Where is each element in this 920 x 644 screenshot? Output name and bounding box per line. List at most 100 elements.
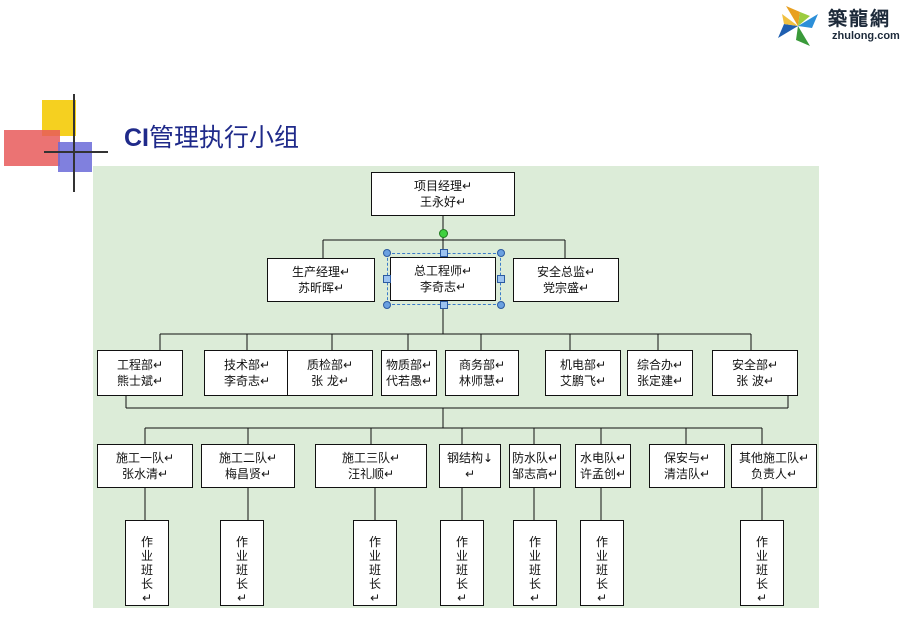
org-node-team[interactable]: 施工三队↵ 汪礼顺↵ [315,444,427,488]
org-node-team[interactable]: 防水队↵ 邹志高↵ [509,444,561,488]
selection-frame [387,253,501,305]
org-node-department[interactable]: 物质部↵ 代若愚↵ [381,350,437,396]
resize-handle-l[interactable] [383,275,391,283]
org-node-department[interactable]: 技术部↵ 李奇志↵ [204,350,290,396]
node-name: 代若愚↵ [385,374,433,388]
crew-char: 班 [595,563,608,577]
org-node-team[interactable]: 施工一队↵ 张水清↵ [97,444,193,488]
node-name: 邹志高↵ [511,467,559,481]
crew-char: 班 [140,563,153,577]
node-title: 工程部↵ [116,358,164,372]
crew-char: 作 [595,535,608,549]
crew-char: 长 [595,577,608,591]
crew-char: ↵ [141,591,153,605]
crew-char: 作 [235,535,248,549]
crew-char: 作 [455,535,468,549]
org-node-team[interactable]: 水电队↵ 许孟创↵ [575,444,631,488]
node-title: 保安与↵ [663,451,711,465]
resize-handle-br[interactable] [497,301,505,309]
node-title: 综合办↵ [636,358,684,372]
node-title: 总工程师↵ [413,264,473,278]
title-text: 管理执行小组 [149,123,300,152]
node-name: 张定建↵ [636,374,684,388]
node-name: ↵ [464,467,476,481]
org-node-crew-leader[interactable]: 作 业 班 长 ↵ [125,520,169,606]
crew-char: 班 [755,563,768,577]
crew-char: 班 [368,563,381,577]
crew-char: 业 [528,549,541,563]
node-name: 许孟创↵ [579,467,627,481]
org-node-crew-leader[interactable]: 作 业 班 长 ↵ [220,520,264,606]
org-node-department[interactable]: 商务部↵ 林师慧↵ [445,350,519,396]
crew-char: 长 [755,577,768,591]
node-title: 安全部↵ [731,358,779,372]
resize-handle-r[interactable] [497,275,505,283]
org-node-crew-leader[interactable]: 作 业 班 长 ↵ [353,520,397,606]
org-node-team[interactable]: 保安与↵ 清洁队↵ [649,444,725,488]
resize-handle-tl[interactable] [383,249,391,257]
node-name: 张 波↵ [736,374,774,388]
org-node-chief-engineer[interactable]: 总工程师↵ 李奇志↵ [390,257,496,301]
crew-char: ↵ [596,591,608,605]
crew-char: 长 [455,577,468,591]
resize-handle-tr[interactable] [497,249,505,257]
node-title: 生产经理↵ [291,265,351,279]
org-node-crew-leader[interactable]: 作 业 班 长 ↵ [740,520,784,606]
org-node-crew-leader[interactable]: 作 业 班 长 ↵ [513,520,557,606]
node-name: 李奇志↵ [223,374,271,388]
node-title: 质检部↵ [306,358,354,372]
pinwheel-logo-icon [778,6,818,46]
crew-char: ↵ [529,591,541,605]
crew-char: 业 [455,549,468,563]
org-node-production-manager[interactable]: 生产经理↵ 苏昕晖↵ [267,258,375,302]
node-title: 商务部↵ [458,358,506,372]
node-title: 施工一队↵ [115,451,175,465]
org-node-safety-director[interactable]: 安全总监↵ 党宗盛↵ [513,258,619,302]
org-node-project-manager[interactable]: 项目经理↵ 王永好↵ [371,172,515,216]
node-name: 苏昕晖↵ [297,281,345,295]
node-title: 机电部↵ [559,358,607,372]
crew-char: ↵ [236,591,248,605]
org-node-team[interactable]: 其他施工队↵ 负责人↵ [731,444,817,488]
crew-char: 作 [755,535,768,549]
resize-handle-t[interactable] [440,249,448,257]
node-title: 其他施工队↵ [738,451,810,465]
org-chart-connectors [125,216,789,520]
rotate-handle[interactable] [439,229,448,238]
org-node-team[interactable]: 施工二队↵ 梅昌贤↵ [201,444,295,488]
crew-char: 长 [235,577,248,591]
node-name: 艾鹏飞↵ [559,374,607,388]
resize-handle-b[interactable] [440,301,448,309]
zhulong-logo: 築龍網 zhulong.com [770,0,920,52]
crew-char: 长 [368,577,381,591]
resize-handle-bl[interactable] [383,301,391,309]
crew-char: 班 [528,563,541,577]
org-node-department[interactable]: 机电部↵ 艾鹏飞↵ [545,350,621,396]
page-title: CI管理执行小组 [124,118,299,154]
logo-chinese-text: 築龍網 [828,8,892,30]
org-node-team[interactable]: 钢结构↓ ↵ [439,444,501,488]
crew-char: 班 [235,563,248,577]
node-name: 负责人↵ [750,467,798,481]
title-prefix: CI [124,124,149,152]
title-decoration [4,94,108,192]
org-node-crew-leader[interactable]: 作 业 班 长 ↵ [440,520,484,606]
crew-char: 业 [368,549,381,563]
org-node-department[interactable]: 工程部↵ 熊士斌↵ [97,350,183,396]
org-node-department[interactable]: 质检部↵ 张 龙↵ [287,350,373,396]
crew-char: 班 [455,563,468,577]
node-title: 防水队↵ [511,451,559,465]
org-node-department[interactable]: 综合办↵ 张定建↵ [627,350,693,396]
node-name: 梅昌贤↵ [224,467,272,481]
crew-char: 业 [235,549,248,563]
org-node-crew-leader[interactable]: 作 业 班 长 ↵ [580,520,624,606]
crew-char: 长 [140,577,153,591]
org-chart: 项目经理↵ 王永好↵ 生产经理↵ 苏昕晖↵ 总工程师↵ 李奇志↵ 安全总监↵ 党… [93,166,819,608]
crew-char: ↵ [456,591,468,605]
crew-char: ↵ [756,591,768,605]
node-title: 施工三队↵ [341,451,401,465]
node-title: 钢结构↓ [446,451,494,465]
org-node-department[interactable]: 安全部↵ 张 波↵ [712,350,798,396]
node-name: 王永好↵ [419,195,467,209]
crew-char: ↵ [369,591,381,605]
